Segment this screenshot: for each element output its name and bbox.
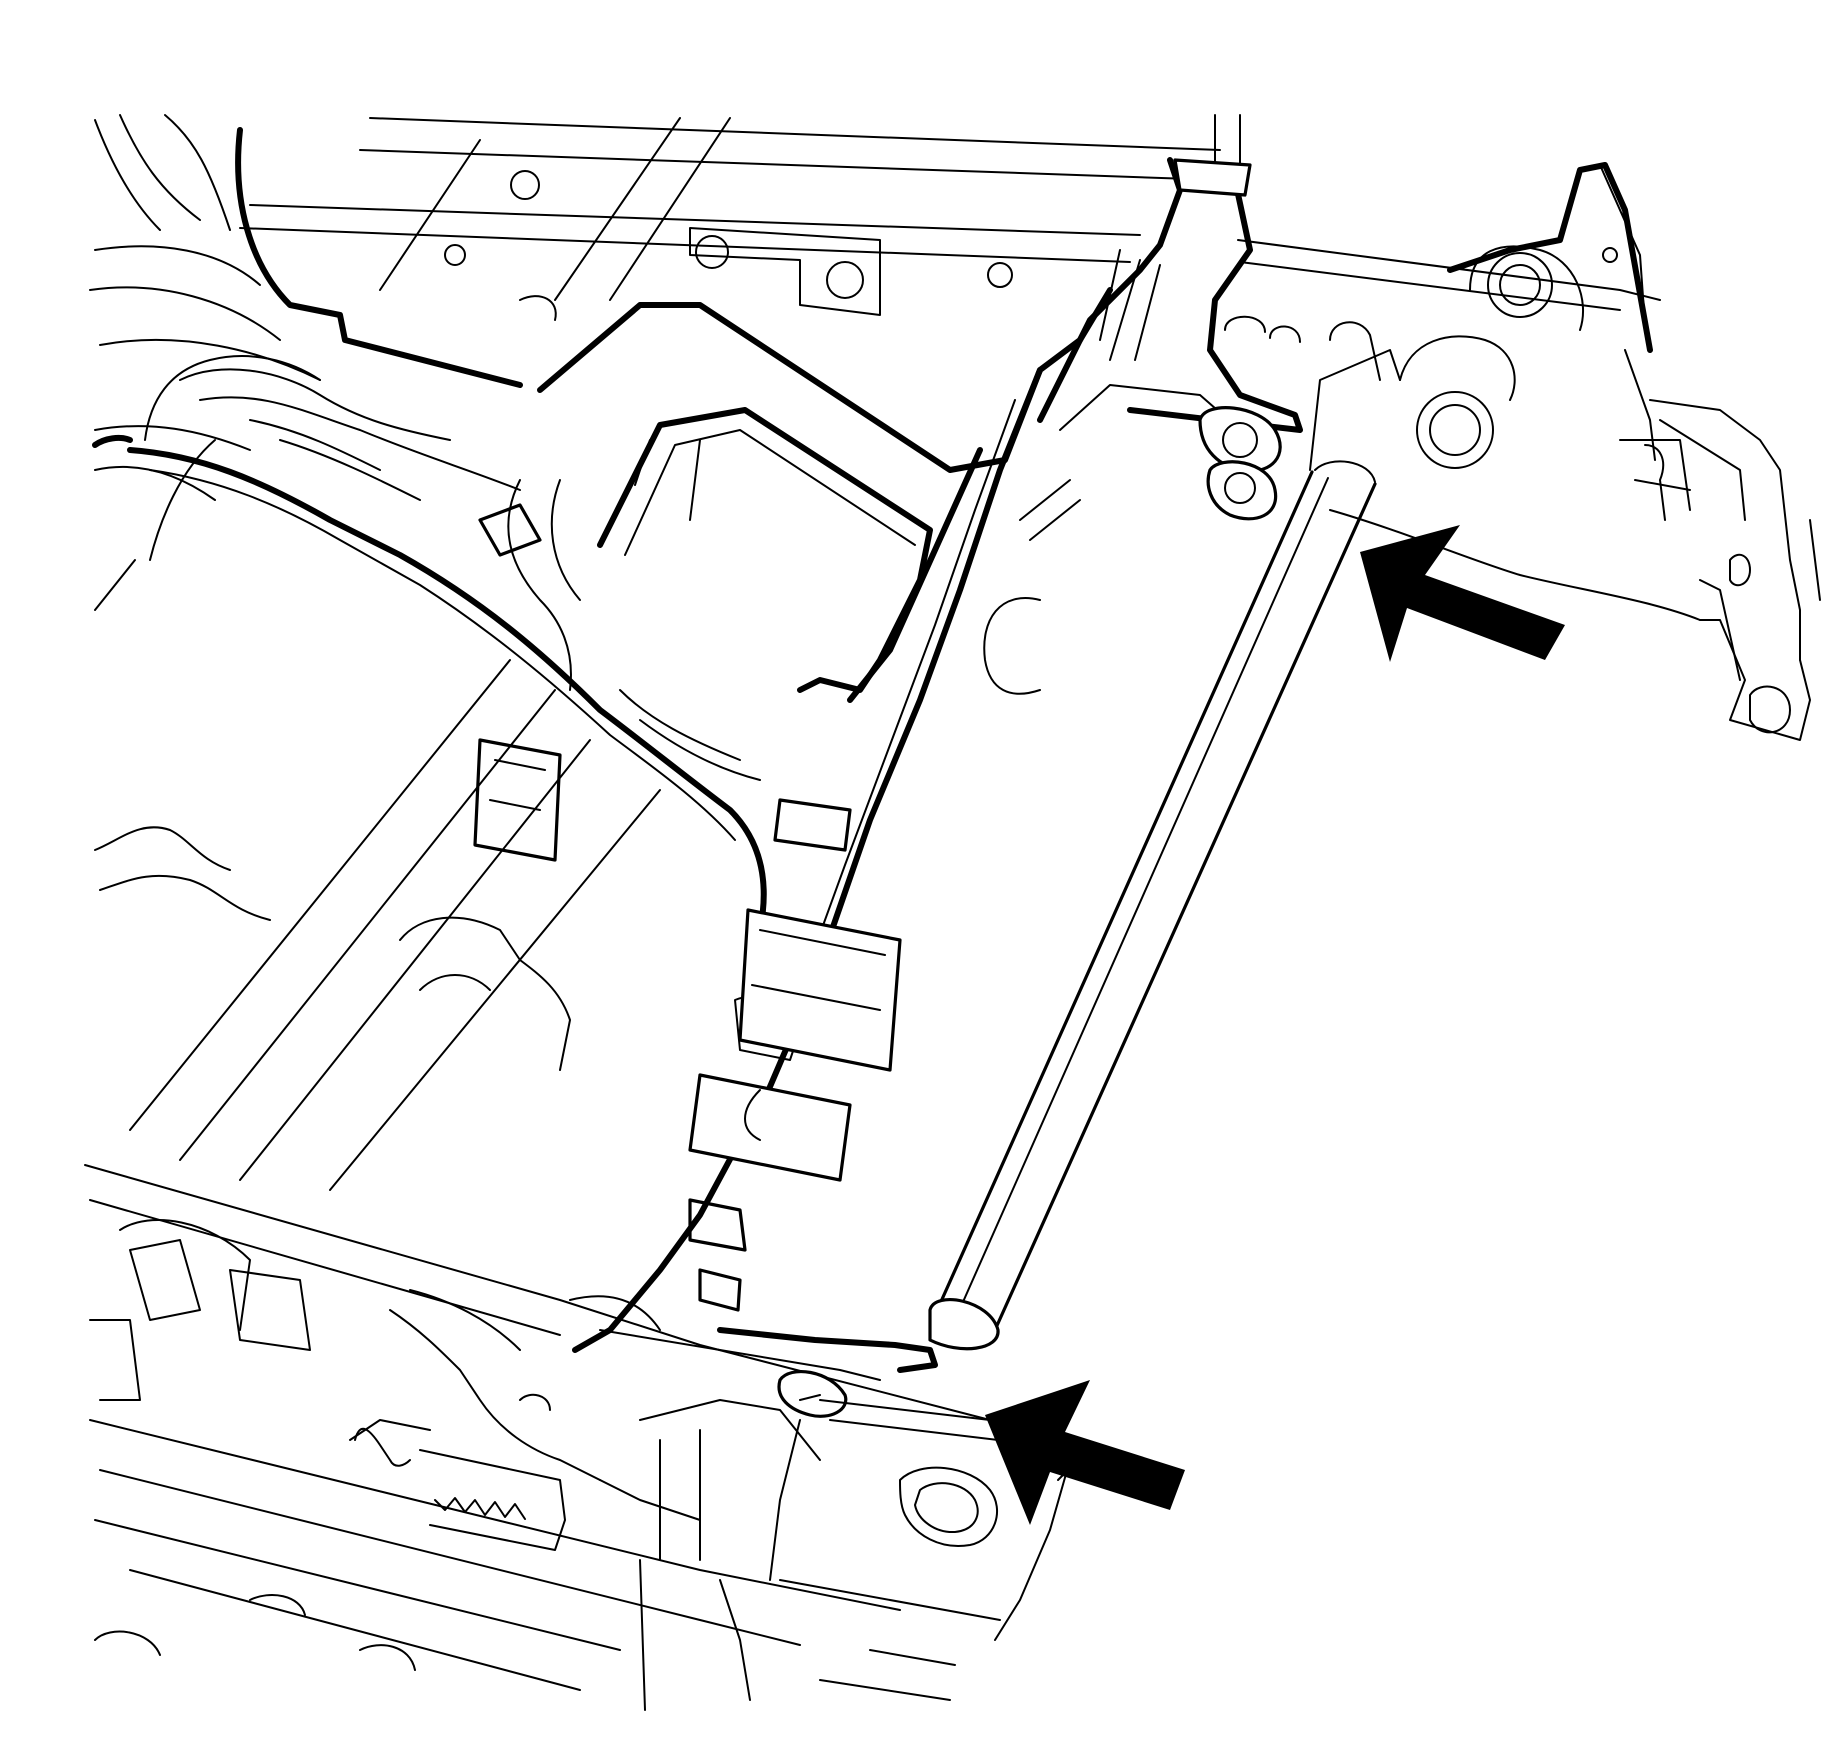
- left-wire-harness: [89, 114, 761, 781]
- cross-tube-rod: [928, 460, 1377, 1351]
- harness-connectors: [473, 295, 902, 1182]
- arrow-icon: [985, 1380, 1185, 1525]
- side-rail-bracket: [983, 157, 1303, 695]
- center-seat-track: [127, 287, 1113, 1381]
- upper-right-mounting-bracket: [1309, 162, 1821, 741]
- upper-frame-rails: [239, 114, 1661, 343]
- callout-arrows: [985, 525, 1565, 1525]
- lower-seat-frame: [84, 659, 991, 1711]
- lower-mounting-bracket: [717, 1327, 1071, 1701]
- arrow-icon: [1360, 525, 1565, 662]
